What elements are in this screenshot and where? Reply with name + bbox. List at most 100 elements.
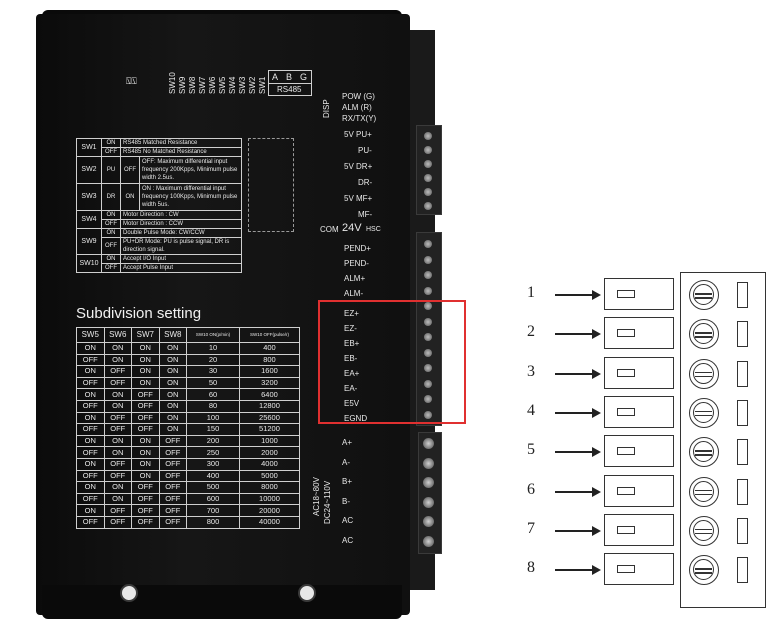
wire-slot bbox=[737, 557, 748, 584]
table-cell: OFF bbox=[158, 469, 188, 483]
switch-state: ON bbox=[101, 210, 121, 220]
table-cell: 20 bbox=[186, 353, 240, 367]
screw bbox=[424, 410, 432, 419]
disp-label: DISP bbox=[322, 99, 331, 118]
screw bbox=[424, 286, 432, 295]
encoder-terminal-label: E5V bbox=[344, 399, 360, 408]
screw-head-icon bbox=[689, 515, 719, 546]
io-terminal-block bbox=[416, 232, 442, 426]
table-cell: 800 bbox=[186, 515, 240, 529]
table-cell: ON bbox=[131, 457, 160, 471]
table-cell: 20000 bbox=[238, 504, 301, 517]
pin-slot bbox=[617, 290, 635, 298]
table-cell: 400 bbox=[238, 342, 301, 355]
pin-number: 6 bbox=[527, 480, 535, 498]
screw-head-icon bbox=[689, 476, 719, 507]
arrowhead-icon bbox=[592, 329, 601, 340]
screw bbox=[424, 160, 432, 168]
table-cell: 40000 bbox=[238, 515, 301, 529]
table-cell: OFF bbox=[76, 492, 105, 506]
table-cell: OFF bbox=[76, 423, 105, 436]
screw bbox=[424, 146, 432, 154]
led-rxtx: RX/TX(Y) bbox=[342, 114, 377, 123]
dip-switch-label: SW9 bbox=[178, 76, 187, 94]
terminal-label: PU- bbox=[358, 146, 372, 155]
dip-switch-icons: ⍂⍂ bbox=[126, 76, 137, 86]
terminal-label: ALM- bbox=[344, 289, 364, 298]
switch-description: Double Pulse Mode: CW/CCW bbox=[120, 228, 242, 238]
wire-slot bbox=[737, 478, 748, 505]
switch-description: ON : Maximum differential input frequenc… bbox=[139, 183, 242, 211]
table-cell: ON bbox=[131, 446, 160, 459]
wire-slot bbox=[737, 282, 748, 308]
table-cell: OFF bbox=[103, 504, 133, 517]
arrow-icon bbox=[555, 490, 593, 493]
power-label-ac: AC18~80V bbox=[312, 477, 321, 516]
dip-switch-label: SW4 bbox=[228, 76, 237, 94]
terminal-label: PEND- bbox=[344, 259, 369, 268]
table-cell: OFF bbox=[103, 515, 133, 529]
screw bbox=[424, 202, 432, 210]
com-voltage: 24V bbox=[342, 222, 362, 234]
switch-description: Motor Direction : CCW bbox=[120, 219, 242, 229]
table-cell: OFF bbox=[76, 515, 105, 529]
encoder-terminal-label: EZ- bbox=[344, 324, 357, 333]
screw bbox=[423, 496, 434, 508]
table-cell: ON bbox=[158, 342, 188, 355]
table-cell: OFF bbox=[131, 399, 160, 413]
switch-state: OFF bbox=[101, 237, 121, 255]
screw bbox=[424, 174, 432, 182]
dip-switch-label: SW8 bbox=[188, 76, 197, 94]
switch-description: Motor Direction : CW bbox=[120, 210, 242, 220]
arrow-icon bbox=[555, 411, 593, 414]
dip-switch-label: SW10 bbox=[168, 72, 177, 94]
mount-hole bbox=[120, 584, 138, 602]
table-cell: 300 bbox=[186, 457, 240, 471]
screw bbox=[424, 271, 432, 279]
motor-terminal-label: AC bbox=[342, 535, 354, 545]
table-cell: 250 bbox=[186, 446, 240, 459]
subdivision-header: SW5 bbox=[76, 327, 105, 343]
screw-head-icon bbox=[689, 358, 719, 389]
table-cell: ON bbox=[76, 504, 105, 517]
table-cell: OFF bbox=[103, 469, 133, 483]
table-cell: 3200 bbox=[238, 376, 301, 390]
screw bbox=[424, 395, 432, 403]
rs485-label-box: RS485 bbox=[268, 83, 312, 96]
rs485-label: RS485 bbox=[277, 85, 302, 94]
wire-slot bbox=[737, 439, 748, 466]
table-cell: 5000 bbox=[238, 469, 301, 483]
switch-state: ON bbox=[101, 254, 121, 264]
table-cell: ON bbox=[76, 365, 105, 378]
table-cell: 8000 bbox=[238, 481, 301, 494]
pin-number: 8 bbox=[527, 559, 535, 577]
table-cell: ON bbox=[158, 388, 188, 401]
pin-slot bbox=[617, 368, 635, 377]
pin-slot bbox=[617, 486, 635, 495]
screw-head-icon bbox=[689, 280, 719, 310]
table-cell: ON bbox=[103, 388, 133, 401]
subdivision-header: SW8 bbox=[158, 327, 188, 343]
table-cell: ON bbox=[158, 399, 188, 413]
table-cell: 100 bbox=[186, 411, 240, 425]
table-cell: OFF bbox=[131, 481, 160, 494]
rs485-letter-b: B bbox=[286, 72, 293, 82]
dip-switch-label: SW2 bbox=[248, 76, 257, 94]
pin-socket bbox=[604, 356, 674, 389]
table-cell: 800 bbox=[238, 353, 301, 367]
table-cell: ON bbox=[103, 399, 133, 413]
table-cell: ON bbox=[76, 342, 105, 355]
terminal-label: 5V DR+ bbox=[344, 162, 373, 171]
